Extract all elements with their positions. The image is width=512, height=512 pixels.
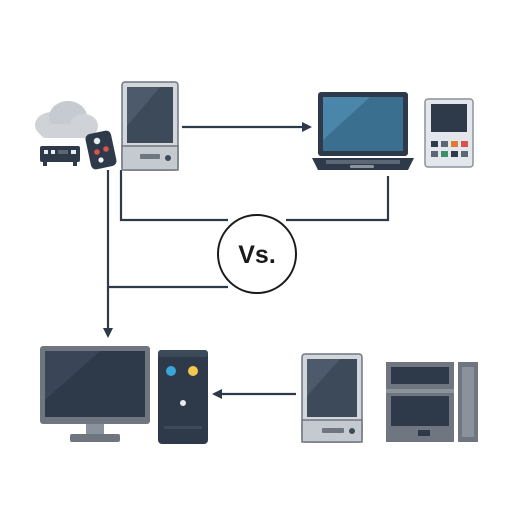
laptop-icon — [312, 92, 414, 170]
vs-badge: Vs. — [217, 214, 297, 294]
line-laptop-to-vs — [286, 176, 390, 222]
line-tablet-to-vs — [119, 170, 228, 222]
calculator-panel-icon — [424, 98, 474, 168]
tablet-tower-icon — [121, 81, 179, 171]
rack-equipment-icon — [386, 362, 478, 442]
network-switch-icon — [40, 146, 80, 166]
server-tower-icon — [158, 350, 208, 444]
cloud-icon — [35, 101, 98, 138]
remote-control-icon — [85, 130, 117, 170]
vs-circle — [217, 214, 297, 294]
desktop-monitor-icon — [40, 346, 150, 442]
tablet-base-icon — [301, 353, 363, 443]
connector-lines — [103, 122, 390, 399]
vs-label: Vs. — [238, 241, 276, 269]
